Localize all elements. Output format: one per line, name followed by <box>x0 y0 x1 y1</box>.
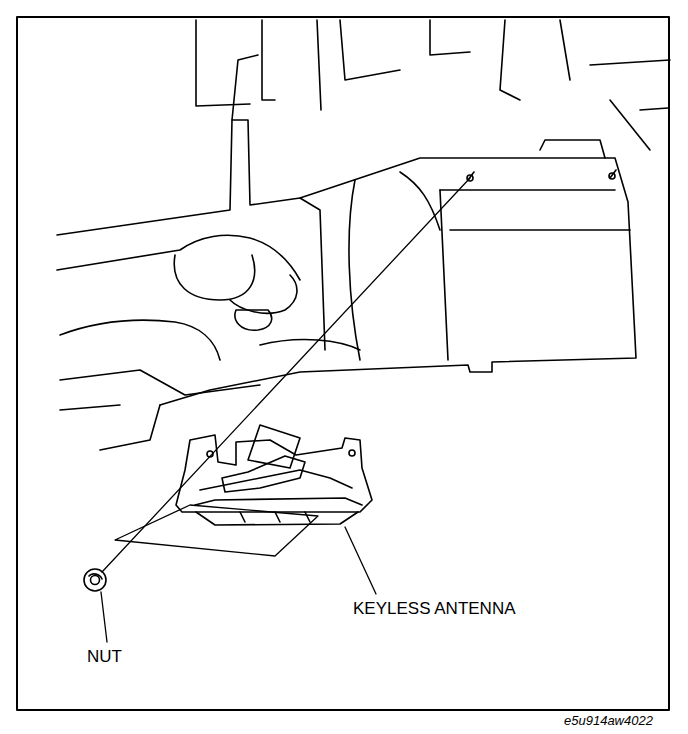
nut-part <box>84 178 470 591</box>
part-label: NUT <box>86 648 123 667</box>
vehicle-body <box>57 20 670 450</box>
part-label: KEYLESS ANTENNA <box>352 600 517 619</box>
keyless-antenna-part <box>115 425 372 556</box>
figure-code: e5u914aw4022 <box>563 714 654 728</box>
leader-line <box>101 592 107 642</box>
leader-line <box>345 527 376 594</box>
frame <box>17 17 669 710</box>
